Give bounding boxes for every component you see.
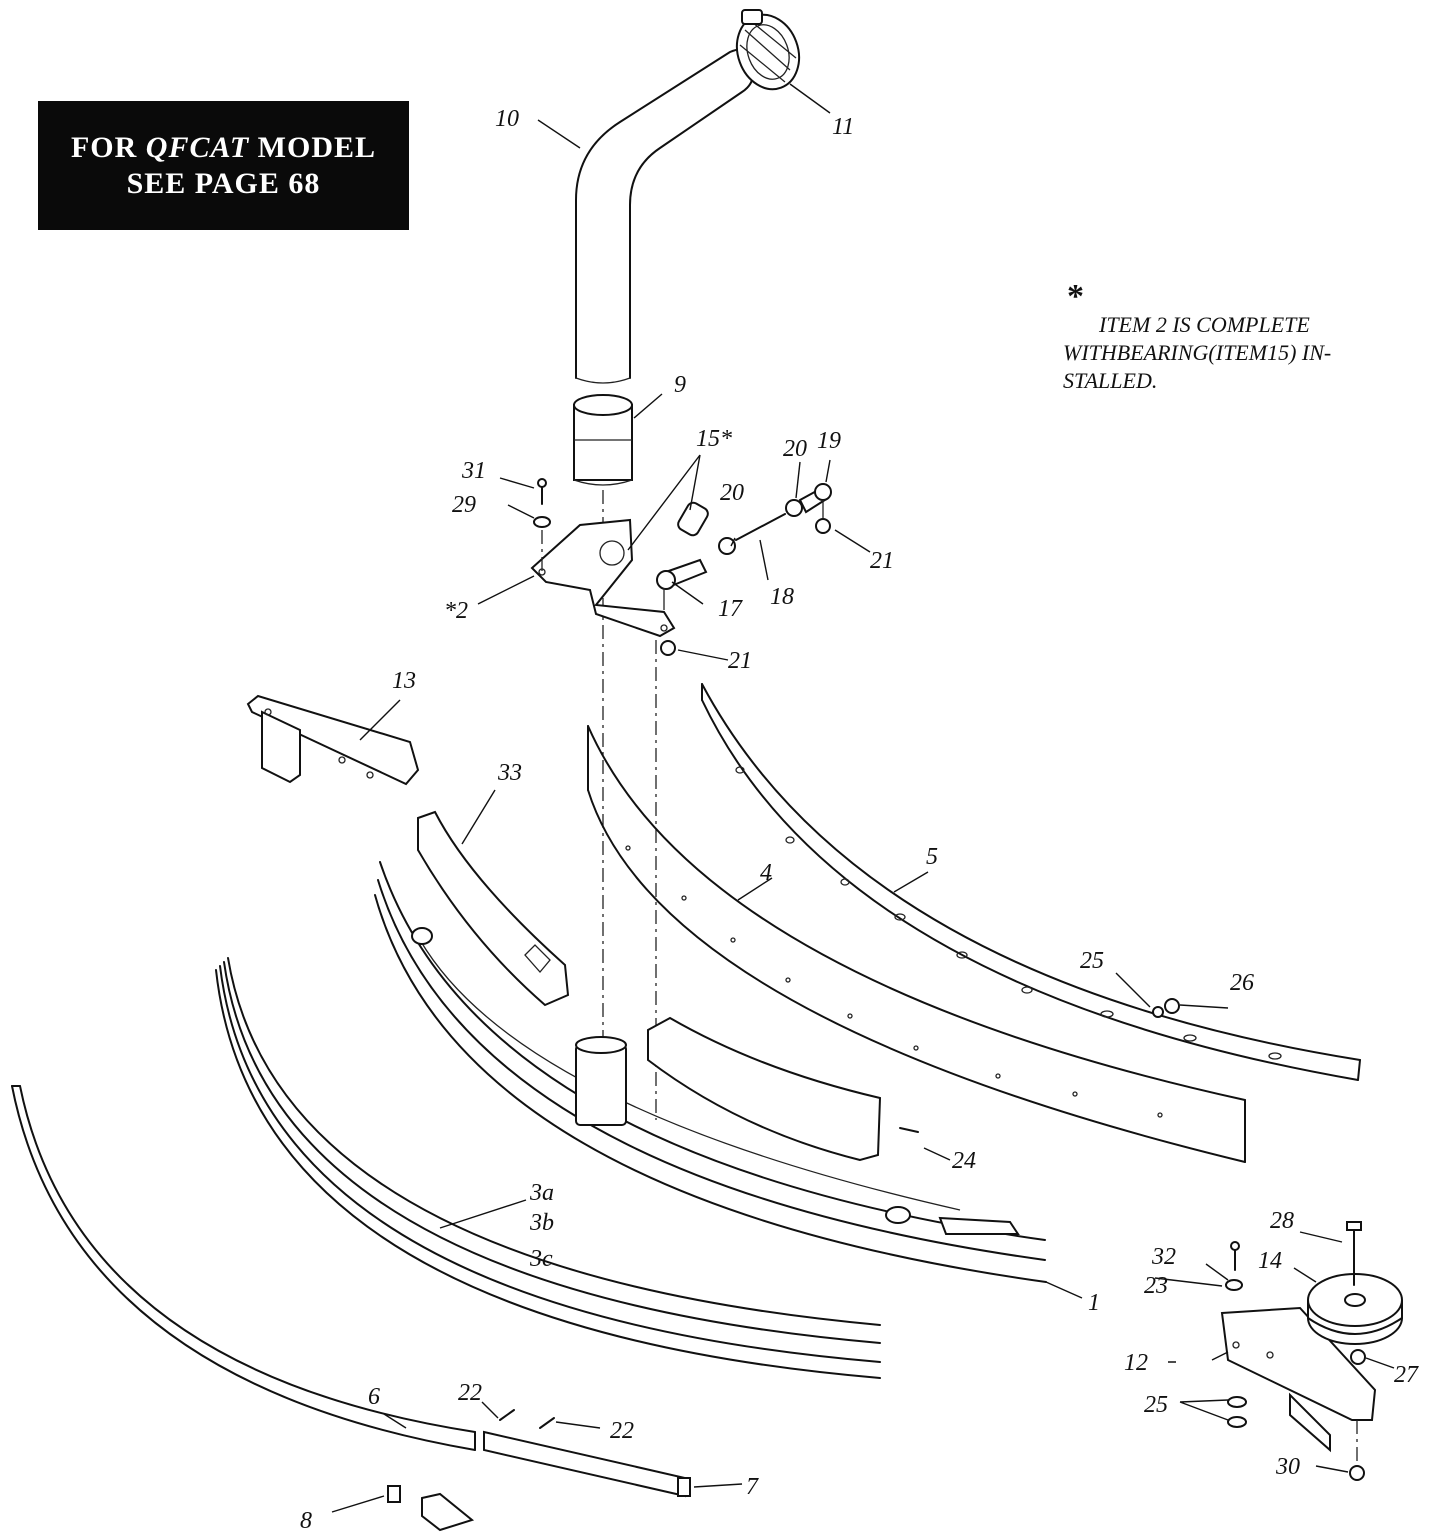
callout-19: 19 xyxy=(817,428,841,454)
banner-model-name: QFCAT xyxy=(145,130,250,164)
callout-8: 8 xyxy=(300,1508,312,1533)
footnote-line-2: WITHBEARING(ITEM15) IN- xyxy=(1063,340,1332,365)
callout-25a: 25 xyxy=(1080,948,1104,974)
part-25-washer-b xyxy=(1227,1416,1247,1428)
banner-line-1: FOR QFCAT MODEL xyxy=(71,130,376,166)
callout-10: 10 xyxy=(495,106,519,132)
callout-3c: 3c xyxy=(529,1246,553,1272)
part-24-spring-pin xyxy=(899,1127,919,1133)
part-26-nut xyxy=(1164,998,1180,1014)
part-19-rod-end xyxy=(798,483,832,518)
banner-suffix: MODEL xyxy=(249,130,377,164)
footnote-line-1: ITEM 2 IS COMPLETE xyxy=(1099,312,1310,337)
part-20-nut-a xyxy=(718,537,736,555)
callout-12: 12 xyxy=(1124,1350,1148,1376)
callout-22a: 22 xyxy=(458,1380,482,1406)
part-15-bearing xyxy=(677,501,709,537)
callout-31: 31 xyxy=(461,458,486,484)
part-3-arc-strips xyxy=(215,957,881,1379)
part-27-nut xyxy=(1350,1349,1366,1365)
callout-22b: 22 xyxy=(610,1418,634,1444)
callout-5: 5 xyxy=(926,844,938,870)
footnote-line-3: STALLED. xyxy=(1063,368,1158,393)
part-25-washer-a xyxy=(1227,1396,1247,1408)
callout-14: 14 xyxy=(1258,1248,1282,1274)
callout-33: 33 xyxy=(497,760,522,786)
part-23-lock-washer xyxy=(1225,1279,1243,1291)
model-reference-banner: FOR QFCAT MODEL SEE PAGE 68 xyxy=(38,101,409,230)
callout-11: 11 xyxy=(832,114,854,140)
part-8-clip xyxy=(387,1485,401,1503)
part-33-foam-pad-upper xyxy=(417,810,570,1007)
callout-7: 7 xyxy=(746,1474,759,1500)
callout-27: 27 xyxy=(1394,1362,1419,1388)
part-32-bolt-head xyxy=(1230,1241,1240,1251)
callout-21a: 21 xyxy=(870,548,894,574)
part-2-bracket xyxy=(530,518,676,638)
callout-28: 28 xyxy=(1270,1208,1294,1234)
callout-1: 1 xyxy=(1088,1290,1100,1316)
part-5-arc-strip xyxy=(701,683,1361,1081)
part-14-wheel xyxy=(1307,1273,1403,1345)
part-6-thin-arc-strip xyxy=(11,1085,476,1451)
part-21-nut-b xyxy=(660,640,676,656)
part-22-screw-a xyxy=(499,1409,515,1421)
callout-15: 15* xyxy=(696,426,732,452)
callout-3b: 3b xyxy=(529,1210,554,1236)
callout-20a: 20 xyxy=(720,480,744,506)
callout-32: 32 xyxy=(1151,1244,1176,1270)
part-10-hose xyxy=(575,48,755,384)
part-25-washer xyxy=(1152,1006,1164,1018)
part-8-bracket xyxy=(421,1492,475,1532)
callout-29: 29 xyxy=(452,492,476,518)
part-18-threaded-rod xyxy=(735,513,786,541)
part-21-nut-a xyxy=(815,518,831,534)
part-11-hose-clamp xyxy=(735,9,801,91)
callout-18: 18 xyxy=(770,584,794,610)
banner-prefix: FOR xyxy=(70,130,146,164)
callout-24: 24 xyxy=(952,1148,976,1174)
callout-26: 26 xyxy=(1230,970,1254,996)
part-4-arc-panel xyxy=(587,725,1246,1163)
callout-20b: 20 xyxy=(783,436,807,462)
part-22-screw-b xyxy=(539,1417,555,1429)
part-12-wheel-bracket xyxy=(1220,1306,1377,1453)
callout-6: 6 xyxy=(368,1384,380,1410)
banner-line-2: SEE PAGE 68 xyxy=(126,166,321,200)
callout-labels: 10 11 9 15* 31 29 *2 17 20 20 19 18 21 2… xyxy=(300,106,1419,1533)
callout-2: *2 xyxy=(444,598,468,624)
leader-lines xyxy=(331,83,1395,1513)
part-9-coupler xyxy=(573,394,633,486)
callout-21b: 21 xyxy=(728,648,752,674)
callout-4: 4 xyxy=(760,860,772,886)
part-29-washer xyxy=(533,516,551,528)
callout-25b: 25 xyxy=(1144,1392,1168,1418)
part-28-bolt-head xyxy=(1346,1221,1362,1231)
callout-13: 13 xyxy=(392,668,416,694)
part-33-foam-pad-lower xyxy=(647,1016,882,1162)
callout-30: 30 xyxy=(1275,1454,1300,1480)
part-13-plate xyxy=(246,694,420,786)
footnote-asterisk: * xyxy=(1067,278,1084,315)
callout-3a: 3a xyxy=(529,1180,554,1206)
part-17-stud xyxy=(656,558,708,610)
part-31-screw-head xyxy=(537,478,547,488)
part-30-nut xyxy=(1349,1465,1365,1481)
part-1-arc-base xyxy=(374,861,1047,1283)
part-20-nut-b xyxy=(785,499,803,517)
callout-23: 23 xyxy=(1144,1273,1168,1299)
part-7-straight-strip xyxy=(483,1430,691,1498)
callout-9: 9 xyxy=(674,372,686,398)
callout-17: 17 xyxy=(718,596,743,622)
item-2-footnote: * ITEM 2 IS COMPLETE WITHBEARING(ITEM15)… xyxy=(1063,280,1393,395)
